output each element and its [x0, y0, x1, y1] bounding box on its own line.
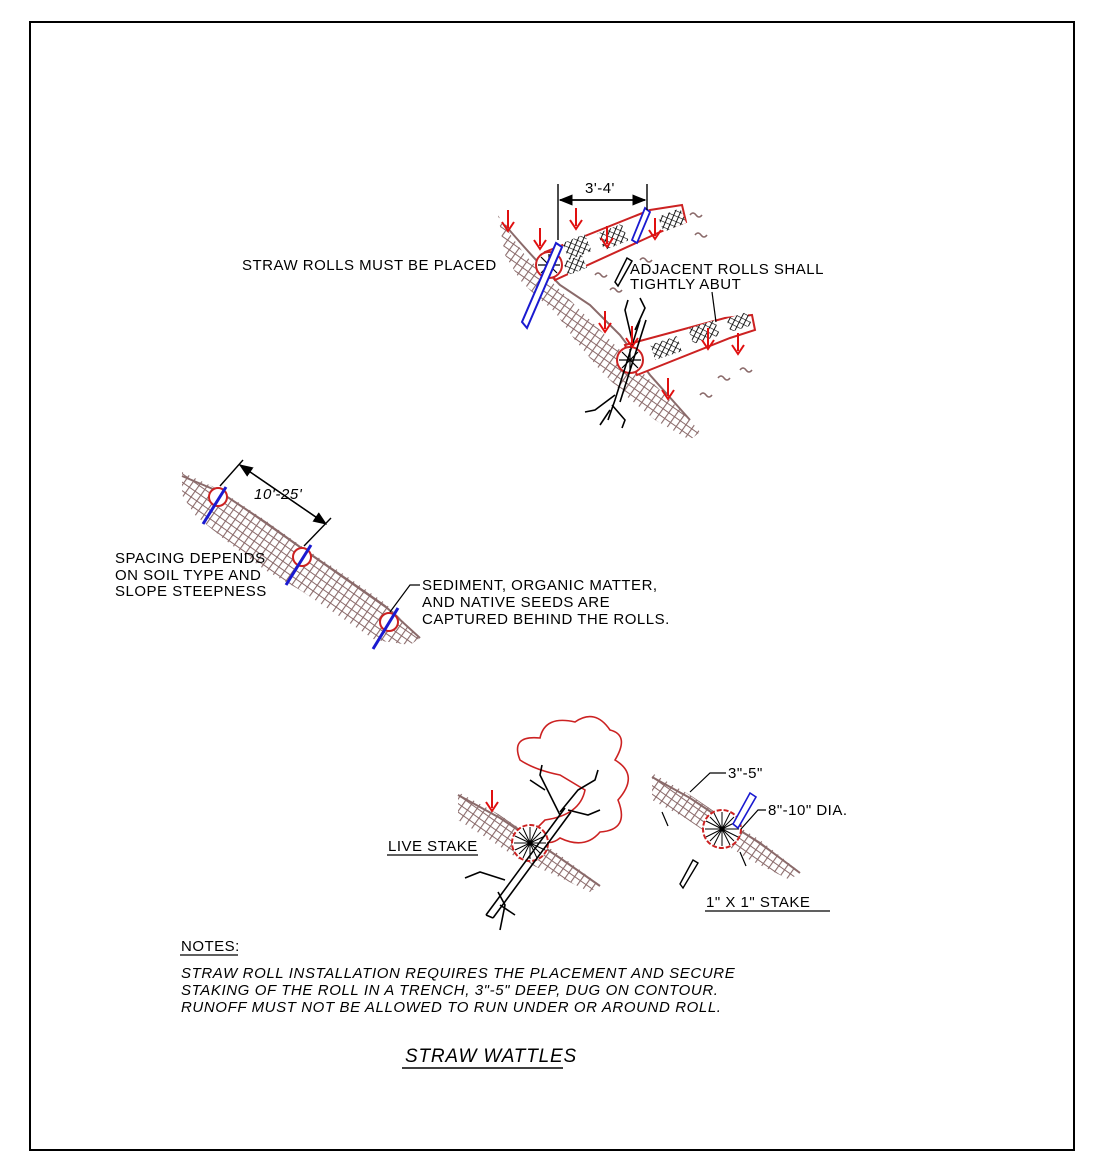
trench-mark-right — [739, 851, 747, 867]
stake-in-ground — [614, 256, 634, 288]
note-line-1: STRAW ROLL INSTALLATION REQUIRES THE PLA… — [181, 965, 736, 982]
stake-section-2 — [284, 544, 313, 586]
wattle-straw-live — [514, 827, 546, 859]
sheet-border — [29, 21, 1075, 1151]
note-line-2: STAKING OF THE ROLL IN A TRENCH, 3"-5" D… — [181, 982, 719, 999]
dim-row-spacing — [219, 459, 332, 547]
stake-in-trench — [731, 791, 758, 830]
leader-diameter — [740, 809, 766, 830]
label-sediment-1: SEDIMENT, ORGANIC MATTER, — [422, 577, 658, 594]
dim-diameter-label: 8"-10" DIA. — [768, 802, 848, 819]
label-sediment-3: CAPTURED BEHIND THE ROLLS. — [422, 611, 670, 628]
tree-canopy — [516, 715, 630, 844]
notes-heading: NOTES: — [181, 938, 240, 955]
stake-spare — [679, 859, 699, 890]
leader-trench-depth — [689, 772, 726, 793]
label-spacing-3: SLOPE STEEPNESS — [115, 583, 267, 600]
isometric-slope-view: 3'-4' STRAW ROLLS MUST BE PLACED ADJACEN… — [242, 180, 824, 440]
label-stake-size: 1" X 1" STAKE — [706, 894, 810, 911]
leader-adjacent-rolls — [711, 291, 717, 323]
slope-soil-upper — [498, 215, 700, 440]
dim-trench-depth-label: 3"-5" — [728, 765, 763, 782]
stake-section-3 — [371, 607, 400, 650]
label-spacing-1: SPACING DEPENDS — [115, 550, 266, 567]
label-adjacent-rolls-2: TIGHTLY ABUT — [630, 276, 741, 293]
label-live-stake: LIVE STAKE — [388, 838, 478, 855]
leader-sediment — [389, 584, 420, 613]
runoff-arrow-live — [485, 789, 499, 812]
label-adjacent-rolls-1: ADJACENT ROLLS SHALL — [630, 261, 824, 278]
trench-mark-left — [661, 811, 669, 827]
live-stake-branch — [464, 764, 601, 931]
label-sediment-2: AND NATIVE SEEDS ARE — [422, 594, 610, 611]
label-straw-rolls-placed: STRAW ROLLS MUST BE PLACED — [242, 257, 497, 274]
straw-roll-lower — [616, 311, 757, 377]
stake-detail: 3"-5" 8"-10" DIA. 1" X 1" STAKE — [651, 765, 848, 912]
stake-section-1 — [201, 486, 228, 525]
dim-row-spacing-label: 10'-25' — [254, 486, 303, 503]
runoff-squiggles — [594, 212, 753, 398]
slope-section-spacing: 10'-25' SPACING DEPENDS ON SOIL TYPE AND… — [115, 459, 670, 650]
note-line-3: RUNOFF MUST NOT BE ALLOWED TO RUN UNDER … — [181, 999, 722, 1016]
drawing-title: STRAW WATTLES — [405, 1046, 577, 1067]
label-spacing-2: ON SOIL TYPE AND — [115, 567, 261, 584]
dim-roll-spacing — [557, 184, 648, 240]
wooden-stake-upper-right — [630, 206, 652, 245]
wooden-stake-upper-left — [520, 241, 564, 330]
dim-roll-spacing-label: 3'-4' — [585, 180, 615, 197]
live-stake-detail: LIVE STAKE — [387, 715, 630, 931]
wattle-straw-stake — [705, 812, 739, 846]
